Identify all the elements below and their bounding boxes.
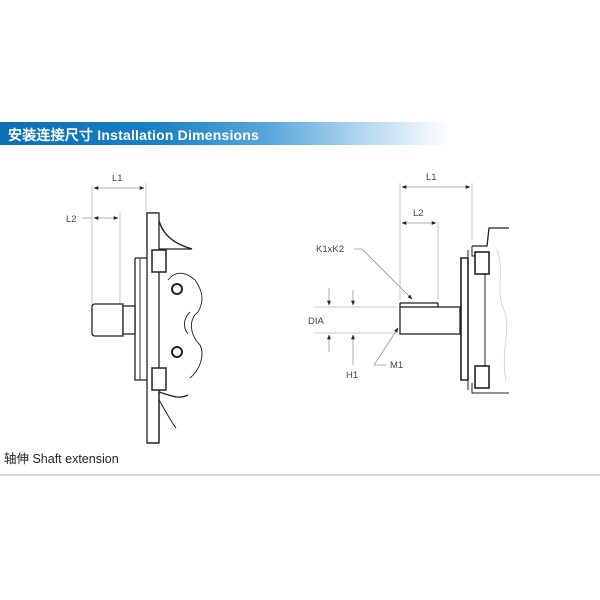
figure-caption: 轴伸 Shaft extension bbox=[4, 452, 119, 466]
left-label-l2: L2 bbox=[66, 214, 77, 225]
section-title: 安装连接尺寸 Installation Dimensions bbox=[8, 127, 260, 143]
right-label-h1: H1 bbox=[346, 370, 358, 381]
left-view bbox=[82, 183, 203, 444]
right-label-l2: L2 bbox=[413, 208, 424, 219]
right-label-k1xk2: K1xK2 bbox=[316, 244, 344, 255]
right-view bbox=[314, 183, 509, 394]
right-label-dia: DIA bbox=[308, 316, 325, 327]
section-divider bbox=[0, 474, 600, 476]
right-label-l1: L1 bbox=[426, 172, 437, 183]
section-header: 安装连接尺寸 Installation Dimensions bbox=[0, 122, 450, 145]
left-label-l1: L1 bbox=[112, 173, 123, 184]
right-label-m1: M1 bbox=[390, 360, 403, 371]
